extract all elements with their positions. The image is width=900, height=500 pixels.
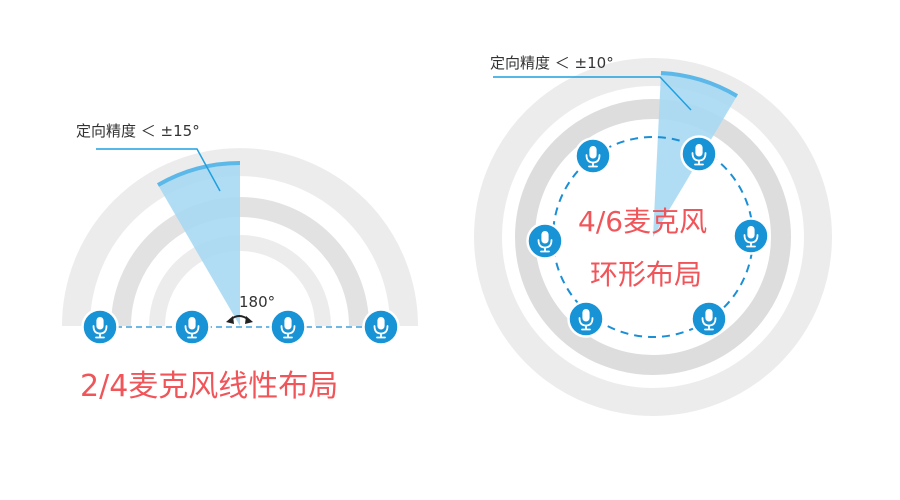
microphone-icon xyxy=(173,308,211,346)
ring-layout-diagram xyxy=(474,58,832,416)
linear-angle-label: 180° xyxy=(239,293,276,311)
ring-title-line1: 4/6麦克风 xyxy=(578,205,708,238)
ring-accuracy-label: 定向精度 ＜ ±10° xyxy=(490,54,614,72)
microphone-icon xyxy=(269,308,307,346)
microphone-icon xyxy=(732,217,770,255)
ring-band-inner xyxy=(515,99,791,375)
linear-title: 2/4麦克风线性布局 xyxy=(80,369,339,404)
microphone-icon xyxy=(680,135,718,173)
microphone-icon xyxy=(567,300,605,338)
microphone-icon xyxy=(81,308,119,346)
linear-beam-arc xyxy=(156,160,241,187)
linear-beam-wedge xyxy=(158,162,240,326)
ring-beam-arc xyxy=(660,71,739,98)
ring-title-line2: 环形布局 xyxy=(590,258,703,291)
ring-accuracy-leader-line xyxy=(493,76,692,111)
microphone-icon xyxy=(690,300,728,338)
ring-band-outer xyxy=(474,58,832,416)
microphone-icon xyxy=(574,137,612,175)
linear-layout-diagram xyxy=(62,148,418,346)
linear-accuracy-label: 定向精度 ＜ ±15° xyxy=(76,122,200,140)
rotate-arrow-icon xyxy=(226,315,253,324)
linear-accuracy-leader-line xyxy=(96,148,221,192)
microphone-icon xyxy=(362,308,400,346)
microphone-icon xyxy=(526,222,564,260)
